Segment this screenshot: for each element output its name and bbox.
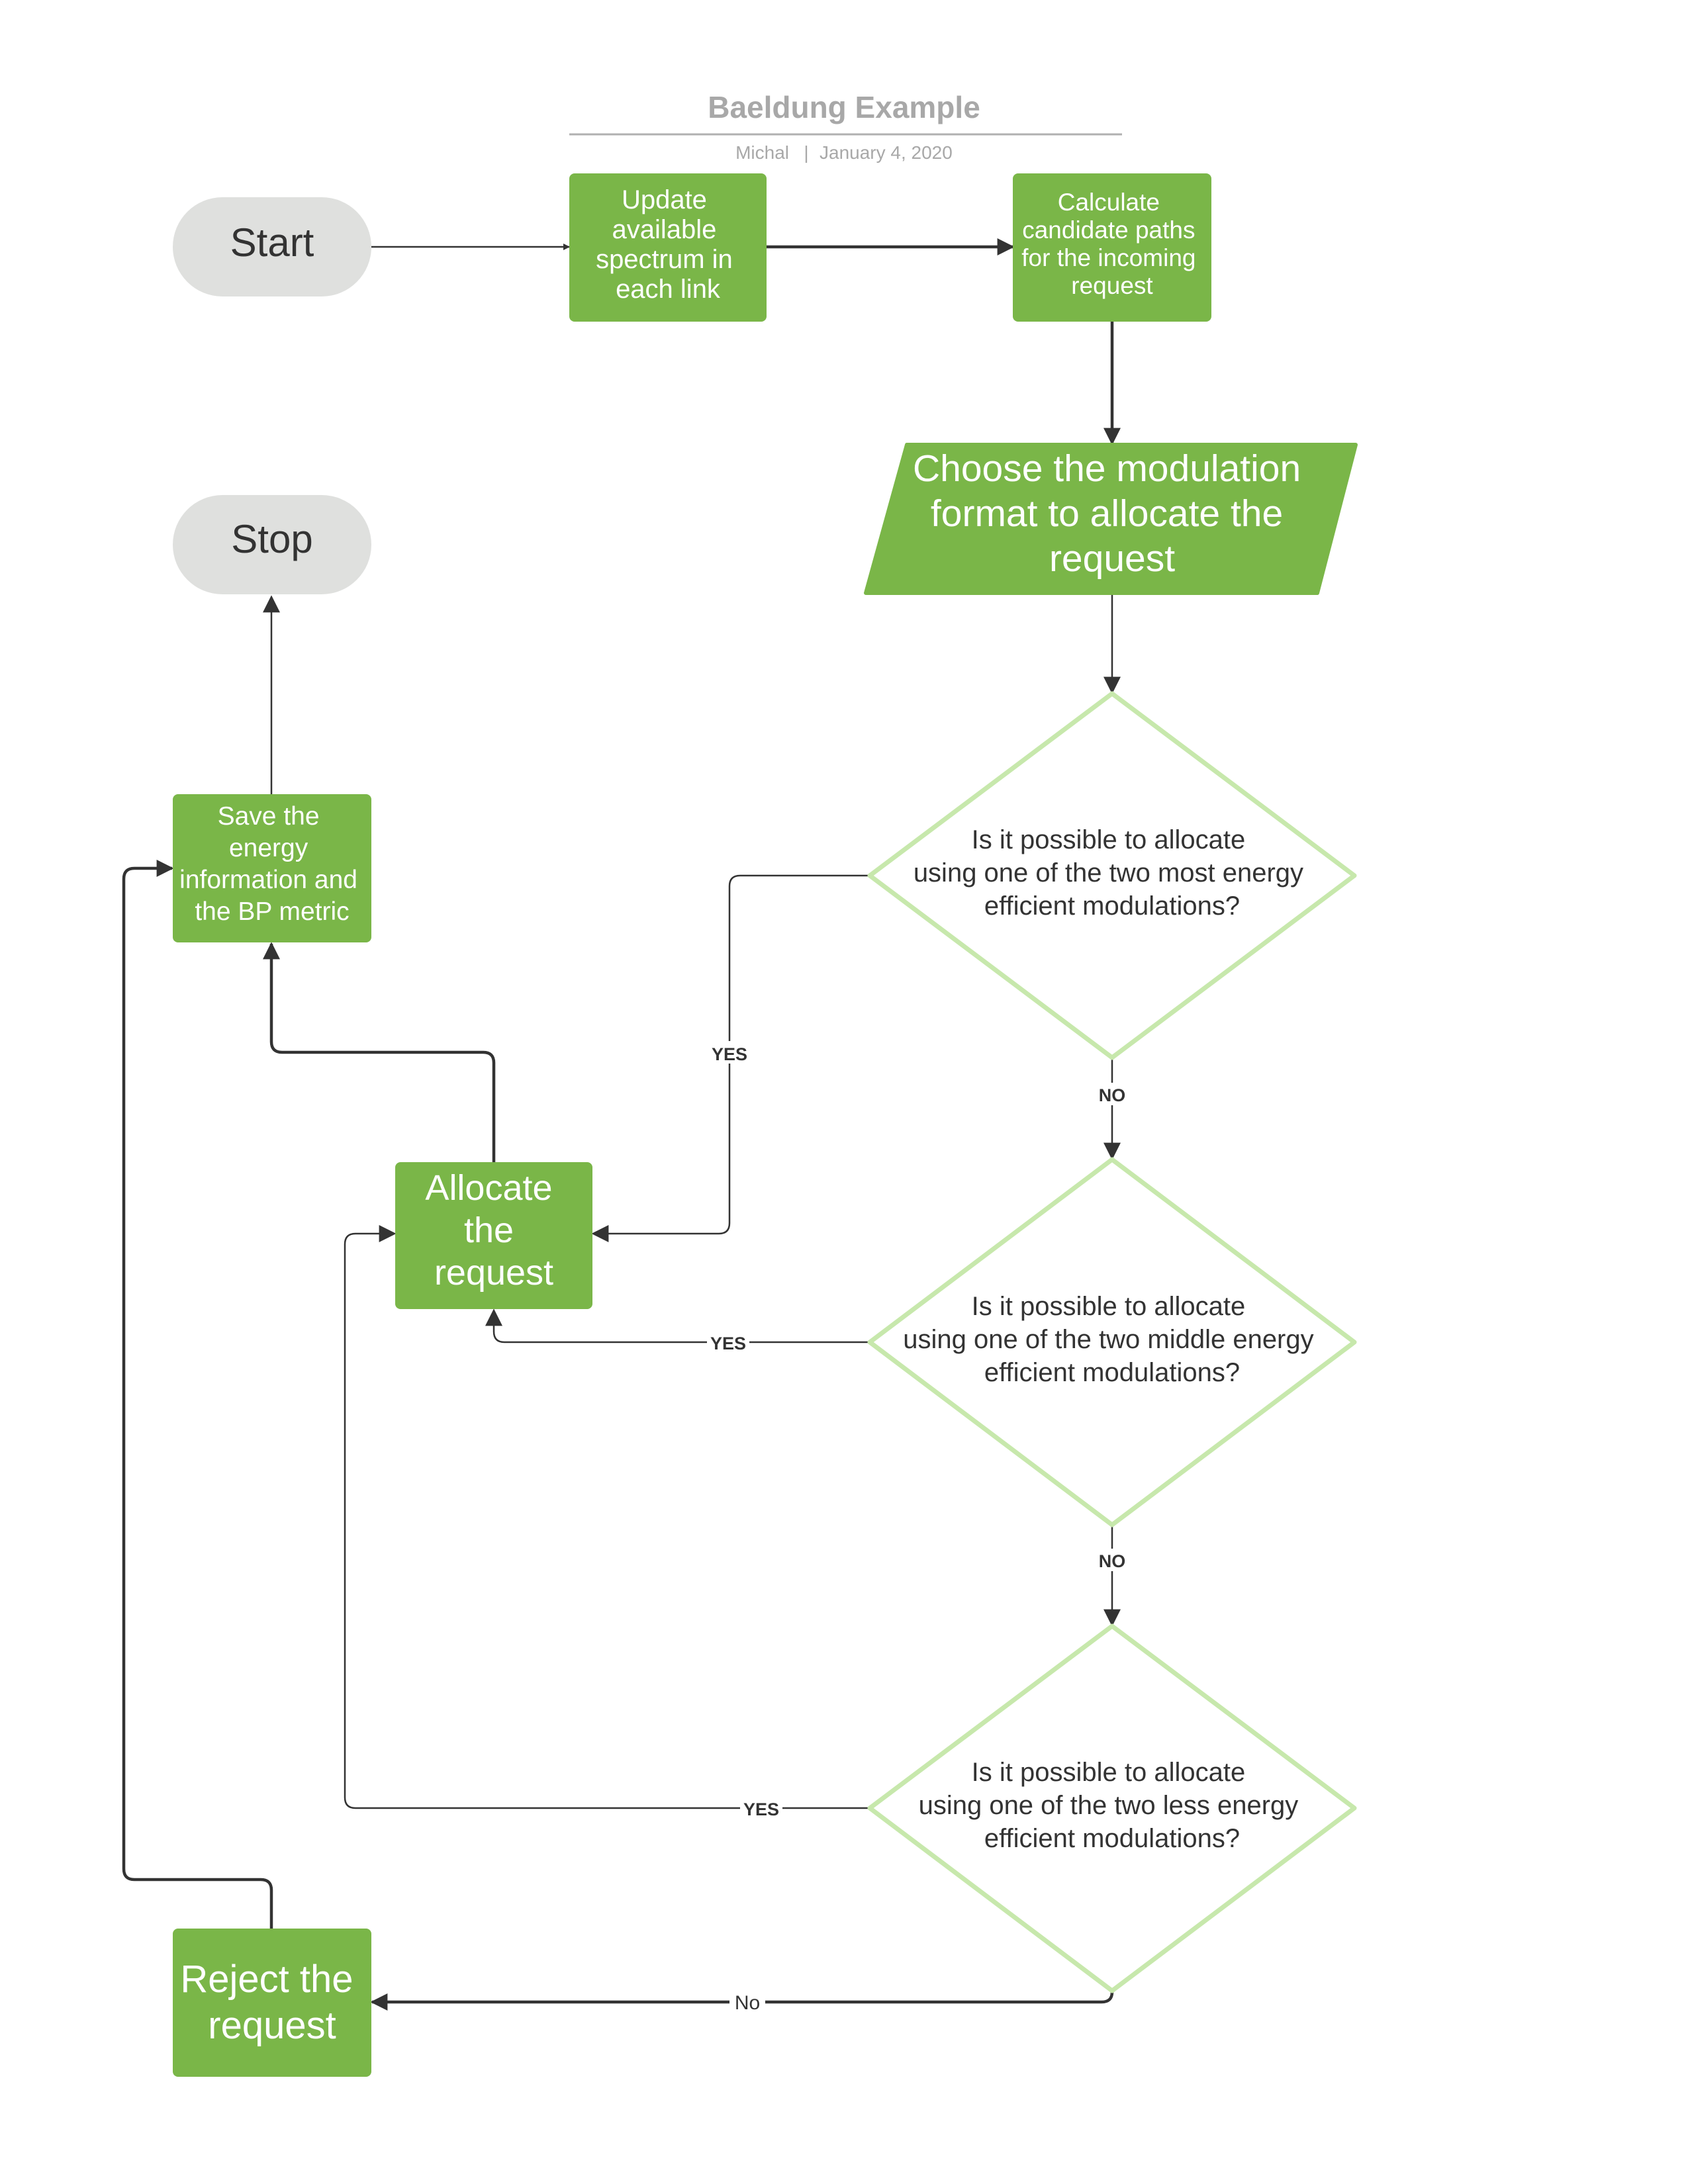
reject-line-2: request [208,2004,336,2047]
calculate-line-2: candidate paths [1022,216,1195,244]
update-line-3: spectrum in [596,245,733,274]
choose-line-3: request [1049,537,1175,580]
start-terminal: Start [173,197,371,296]
svg-text:Save the energy in: Save the energy information and the BP m… [179,802,365,926]
label-d3-no: No [735,1992,760,2014]
calculate-line-3: for the incoming [1021,244,1196,271]
process-allocate-request: Allocate the request [395,1162,592,1309]
allocate-line-3: request [434,1253,553,1293]
author-name: Michal [735,142,789,163]
decision1-line-3: efficient modulations? [984,891,1240,921]
label-d1-yes: YES [712,1044,747,1064]
decision3-line-2: using one of the two less energy [919,1791,1299,1820]
update-line-2: available [612,215,716,244]
choose-line-2: format to allocate the [931,492,1283,535]
edge-reject-save [122,860,273,1929]
calculate-line-1: Calculate [1058,189,1160,216]
decision2-line-2: using one of the two middle energy [903,1325,1313,1354]
edge-d3-no [370,1991,1114,2011]
update-line-1: Update [622,185,707,214]
reject-line-1: Reject the [180,1958,353,2001]
header: Baeldung Example Michal | January 4, 202… [569,90,1122,163]
decision3-line-3: efficient modulations? [984,1824,1240,1853]
allocate-line-2: the [464,1210,514,1250]
decision1-line-2: using one of the two most energy [914,858,1303,887]
decision-less-efficient: Is it possible to allocate using one of … [867,1623,1357,1993]
connectors [122,238,1121,2011]
label-d2-no: NO [1099,1551,1126,1571]
label-d2-yes: YES [710,1334,746,1353]
svg-text:Reject the request: Reject the request [180,1958,363,2047]
label-d3-yes: YES [743,1799,779,1819]
start-label: Start [230,220,314,265]
data-choose-modulation: Choose the modulation format to allocate… [864,443,1358,595]
edge-allocate-save [263,942,496,1162]
meta-separator: | [804,142,808,163]
update-line-4: each link [616,275,721,304]
process-calculate-paths: Calculate candidate paths for the incomi… [1013,173,1211,322]
save-line-1: Save the [218,802,320,831]
svg-text:Is it possible to allocate: Is it possible to allocate using one of … [903,1292,1321,1387]
edge-d2-yes [485,1308,868,1343]
save-line-4: the BP metric [195,897,349,926]
edge-d3-yes [344,1225,868,1809]
svg-text:Is it possible to allocate: Is it possible to allocate using one of … [919,1758,1306,1853]
save-line-2: energy [229,834,308,862]
edge-labels: YES NO YES NO YES No [707,1041,1131,2014]
process-reject-request: Reject the request [173,1929,371,2077]
stop-terminal: Stop [173,495,371,594]
diagram-title: Baeldung Example [708,90,980,124]
decision-most-efficient: Is it possible to allocate using one of … [867,691,1357,1060]
decision3-line-1: Is it possible to allocate [972,1758,1246,1787]
process-update-spectrum: Update available spectrum in each link [569,173,767,322]
svg-text:Update available s: Update available spectrum in each link [596,185,740,304]
diagram-date: January 4, 2020 [820,142,953,163]
stop-label: Stop [231,517,312,561]
process-save-energy-info: Save the energy information and the BP m… [173,794,371,942]
decision2-line-1: Is it possible to allocate [972,1292,1246,1321]
decision2-line-3: efficient modulations? [984,1358,1240,1387]
save-line-3: information and [179,866,357,894]
calculate-line-4: request [1071,272,1153,299]
svg-text:Allocate the reque: Allocate the request [425,1168,562,1293]
svg-text:Calculate candidate path: Calculate candidate paths for the incomi… [1021,189,1203,299]
decision1-line-1: Is it possible to allocate [972,825,1246,854]
allocate-line-1: Allocate [425,1168,552,1208]
label-d1-no: NO [1099,1085,1126,1105]
svg-text:Choose the modulation fo: Choose the modulation format to allocate… [913,447,1311,580]
choose-line-1: Choose the modulation [913,447,1301,490]
svg-text:Is it possible to allocate: Is it possible to allocate using one of … [914,825,1311,921]
decision-middle-efficient: Is it possible to allocate using one of … [867,1157,1357,1527]
